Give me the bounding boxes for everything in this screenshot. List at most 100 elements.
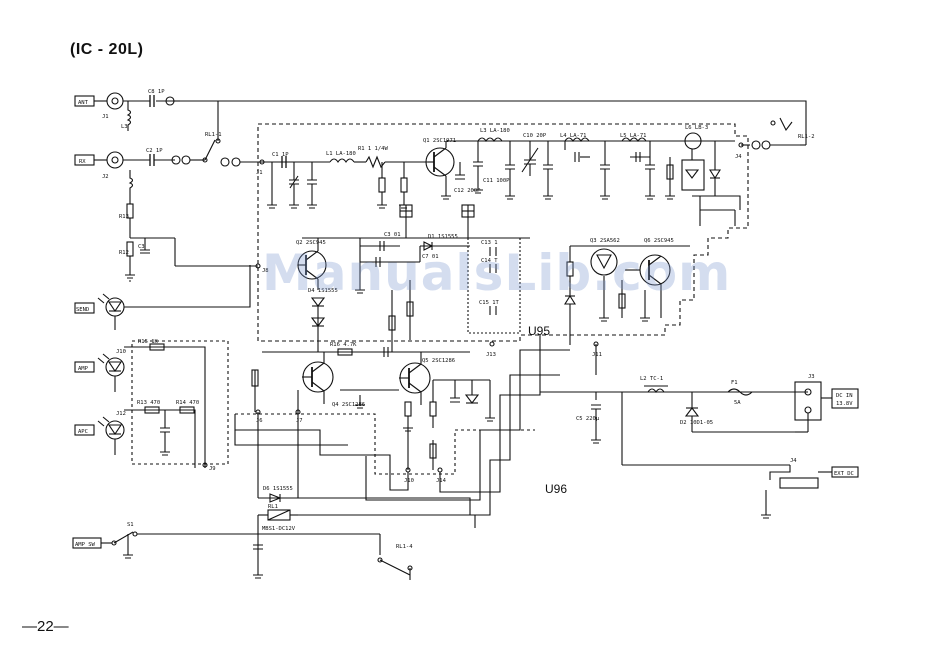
led-send-icon xyxy=(97,293,125,317)
jack-j3-label: J3 xyxy=(808,374,815,380)
svg-text:Q6 2SC945: Q6 2SC945 xyxy=(644,238,674,244)
svg-text:RL1-4: RL1-4 xyxy=(396,544,413,550)
led-amp-icon: J10 xyxy=(97,349,126,377)
svg-text:R12: R12 xyxy=(119,250,129,256)
part-l6-label: L6 LB-3 xyxy=(685,125,708,131)
svg-text:J9: J9 xyxy=(209,466,216,472)
led-apc-icon: J12 xyxy=(97,411,126,440)
svg-text:C3: C3 xyxy=(138,244,145,250)
part-d4-label: D4 1S1555 xyxy=(308,288,338,294)
transistor-q1: Q1 2SC1971 xyxy=(423,138,456,177)
switch-s1-label: S1 xyxy=(127,522,134,528)
part-c10-label: C10 20P xyxy=(523,133,547,139)
connector-apc-box: APC xyxy=(74,424,95,436)
page-title: (IC - 20L) xyxy=(70,41,144,58)
transistor-q5: Q5 2SC1286 xyxy=(399,358,455,394)
connector-amp-label: AMP xyxy=(78,366,89,372)
svg-text:R13: R13 xyxy=(119,214,129,220)
svg-text:5A: 5A xyxy=(734,400,741,406)
transistor-q4: Q4 2SC1286 xyxy=(302,361,365,408)
connector-rx-box: RX xyxy=(74,154,95,166)
part-c7-label: C7 01 xyxy=(422,254,439,260)
connector-send-label: SEND xyxy=(76,307,89,313)
part-r13-label: R13 470 xyxy=(137,400,160,406)
jack-j1: J1 xyxy=(102,92,124,120)
connector-dc-in-box: DC IN 13.8V xyxy=(831,388,859,409)
part-r1-label: R1 1 1/4W xyxy=(358,146,388,152)
svg-text:J6: J6 xyxy=(256,418,263,424)
jack-j12-label: J12 xyxy=(116,411,126,417)
connector-amp-sw-label: AMP SW xyxy=(75,542,96,548)
u96-board-outline xyxy=(131,340,229,465)
transistor-q3: Q3 2SA562 xyxy=(590,238,620,276)
trimmer-box-icon xyxy=(461,204,475,218)
svg-text:MBS1-DC12V: MBS1-DC12V xyxy=(262,526,296,532)
jack-j4-label: J4 xyxy=(790,458,797,464)
section-label-u96: U96 xyxy=(545,482,568,496)
connector-rx-label: RX xyxy=(79,159,86,165)
jack-j14-label: J14 xyxy=(436,478,447,484)
svg-text:J1: J1 xyxy=(256,170,263,176)
part-c2-label: C2 1P xyxy=(146,148,163,154)
trimmer-box-icon xyxy=(399,204,413,218)
part-d2-label: D2 10D1-05 xyxy=(680,420,713,426)
svg-text:J1: J1 xyxy=(102,114,109,120)
svg-text:L3: L3 xyxy=(121,124,128,130)
connector-dc-in-voltage: 13.8V xyxy=(836,401,853,407)
connector-ant-box: ANT xyxy=(74,95,95,107)
part-d6-label: D6 1S1555 xyxy=(263,486,293,492)
connector-ant-label: ANT xyxy=(78,100,89,106)
connector-ext-dc-label: EXT DC xyxy=(834,471,854,477)
part-c13-label: C13 1 xyxy=(481,240,498,246)
relay-coil-rl1: RL1 MBS1-DC12V xyxy=(262,504,296,532)
connector-ext-dc-box: EXT DC xyxy=(831,466,859,478)
svg-text:J7: J7 xyxy=(296,418,303,424)
page-number: —22— xyxy=(22,618,69,635)
svg-text:J13: J13 xyxy=(486,352,496,358)
part-l3-label: L3 LA-180 xyxy=(480,128,510,134)
svg-text:J4: J4 xyxy=(735,154,742,160)
svg-text:Q1 2SC1971: Q1 2SC1971 xyxy=(423,138,456,144)
svg-text:RL1: RL1 xyxy=(268,504,278,510)
part-c15-label: C15 1T xyxy=(479,300,500,306)
part-c5-label: C5 220µ xyxy=(576,416,600,422)
part-l4-label: L4 LA-71 xyxy=(560,133,587,139)
svg-text:Q3 2SA562: Q3 2SA562 xyxy=(590,238,620,244)
part-r14-label: R14 470 xyxy=(176,400,199,406)
part-l2-label: L2 TC-1 xyxy=(640,376,663,382)
transistor-q2: Q2 2SC945 xyxy=(296,240,327,280)
part-l5-label: L5 LA-71 xyxy=(620,133,647,139)
transistor-q6: Q6 2SC945 xyxy=(639,238,674,286)
part-c3-label: C3 01 xyxy=(384,232,401,238)
part-r15-label: R15 1K xyxy=(138,339,159,345)
part-c12-label: C12 200P xyxy=(454,188,481,194)
u95-board-outline xyxy=(257,123,749,342)
ext-dc-jack-icon: J4 xyxy=(761,458,832,519)
part-c11-label: C11 100P xyxy=(483,178,510,184)
svg-text:Q4 2SC1286: Q4 2SC1286 xyxy=(332,402,365,408)
part-r16-label: R16 4.7K xyxy=(330,342,357,348)
part-d1-label: D1 1S1555 xyxy=(428,234,458,240)
jack-j11-label: J11 xyxy=(592,352,602,358)
relay-contact-rl1-1: RL1-1 xyxy=(202,101,222,163)
part-c8-label: C8 1P xyxy=(148,89,165,95)
jack-j2: J2 xyxy=(102,151,124,180)
svg-text:J2: J2 xyxy=(102,174,109,180)
part-c14-label: C14 T xyxy=(481,258,498,264)
connector-send-box: SEND xyxy=(74,302,95,314)
svg-text:RL1-1: RL1-1 xyxy=(205,132,222,138)
fuse-f1-icon: F1 5A xyxy=(727,380,753,406)
connector-amp-box: AMP xyxy=(74,361,95,373)
svg-text:Q2 2SC945: Q2 2SC945 xyxy=(296,240,326,246)
part-l1-label: L1 LA-180 xyxy=(326,151,356,157)
svg-text:Q5 2SC1286: Q5 2SC1286 xyxy=(422,358,455,364)
connector-apc-label: APC xyxy=(78,429,88,435)
connector-amp-sw-box: AMP SW xyxy=(72,537,102,549)
svg-text:F1: F1 xyxy=(731,380,738,386)
svg-text:J8: J8 xyxy=(262,268,269,274)
svg-text:J10: J10 xyxy=(116,349,126,355)
part-c1-label: C1 1P xyxy=(272,152,289,158)
jack-j10-label: J10 xyxy=(404,478,414,484)
